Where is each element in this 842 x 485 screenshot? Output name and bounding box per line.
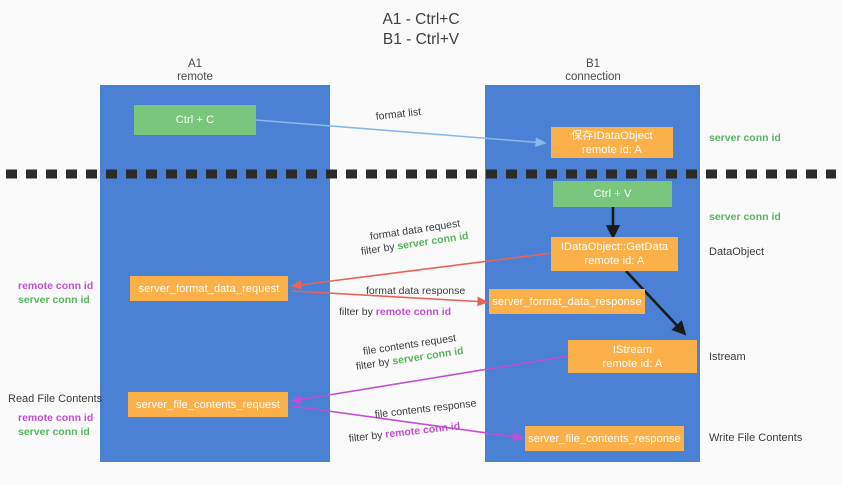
annotation-server-conn-id-mid: server conn id [709,210,781,224]
node-ctrl-v-label: Ctrl + V [593,188,632,200]
node-save-idataobject[interactable]: 保存IDataObject remote id: A [551,127,673,158]
annotation-file-server-conn-id: server conn id [18,425,90,439]
node-server-file-contents-response-label: server_file_contents_response [528,432,681,445]
annotation-istream: Istream [709,350,746,364]
annotation-read-file-contents: Read File Contents [8,392,102,406]
annotation-text: Istream [709,351,746,363]
node-idataobject-getdata[interactable]: IDataObject::GetData remote id: A [551,237,678,271]
annotation-text: Read File Contents [8,393,103,405]
node-istream[interactable]: IStream remote id: A [568,340,697,373]
annotation-text: server conn id [709,132,781,144]
annotation-dataobject: DataObject [709,245,764,259]
title-line-2: B1 - Ctrl+V [382,31,460,48]
node-ctrl-c[interactable]: Ctrl + C [134,105,256,135]
arrow-file-contents-request [290,355,569,405]
arrow-getdata-to-istream [625,270,687,336]
node-server-format-data-request[interactable]: server_format_data_request [130,276,288,301]
annotation-text: remote conn id [18,412,94,424]
node-server-format-data-response-label: server_format_data_response [492,295,642,308]
annotation-text: server conn id [709,211,781,223]
node-server-format-data-request-label: server_format_data_request [138,282,280,295]
annotation-format-server-conn-id: server conn id [18,293,90,307]
title-line-1: A1 - Ctrl+C [382,11,460,28]
edge-label-format-data-response-text: format data response [366,285,466,297]
edge-label-format-data-response: format data response [366,284,465,298]
node-server-file-contents-request[interactable]: server_file_contents_request [128,392,288,417]
node-save-idataobject-line1: 保存IDataObject [571,129,653,142]
node-server-file-contents-request-label: server_file_contents_request [135,398,281,411]
node-ctrl-v[interactable]: Ctrl + V [553,181,672,207]
arrow-format-list [255,119,547,148]
filter-by-prefix: filter by [339,306,376,318]
annotation-text: remote conn id [18,280,94,292]
annotation-text: server conn id [18,294,90,306]
arrow-file-contents-response [291,405,525,442]
node-istream-line1: IStream [612,343,653,356]
node-server-file-contents-response[interactable]: server_file_contents_response [525,426,684,451]
diagram-title: A1 - Ctrl+C B1 - Ctrl+V [0,10,842,50]
node-idataobject-getdata-line2: remote id: A [584,255,645,267]
column-b1-name: B1 [585,58,601,70]
annotation-server-conn-id-top: server conn id [709,131,781,145]
annotation-format-remote-conn-id: remote conn id [18,279,93,293]
filter-key-remote-conn-id: remote conn id [375,306,452,318]
annotation-text: Write File Contents [709,432,803,444]
node-ctrl-c-label: Ctrl + C [175,114,215,126]
node-server-format-data-response[interactable]: server_format_data_response [489,289,645,314]
node-idataobject-getdata-line1: IDataObject::GetData [560,241,669,253]
edge-label-format-data-response-filter: filter by remote conn id [339,305,451,319]
node-istream-line2: remote id: A [602,357,663,370]
column-header-b1: B1 connection [543,58,643,84]
arrow-format-data-response [291,290,489,307]
annotation-write-file-contents: Write File Contents [709,431,802,445]
arrow-format-data-request [290,252,553,290]
column-a1-sub: remote [177,71,213,83]
annotation-text: server conn id [18,426,90,438]
column-a1-name: A1 [187,58,203,70]
annotation-file-remote-conn-id: remote conn id [18,411,93,425]
column-b1-sub: connection [565,71,621,83]
column-header-a1: A1 remote [145,58,245,84]
node-save-idataobject-line2: remote id: A [582,143,642,156]
annotation-text: DataObject [709,246,765,258]
